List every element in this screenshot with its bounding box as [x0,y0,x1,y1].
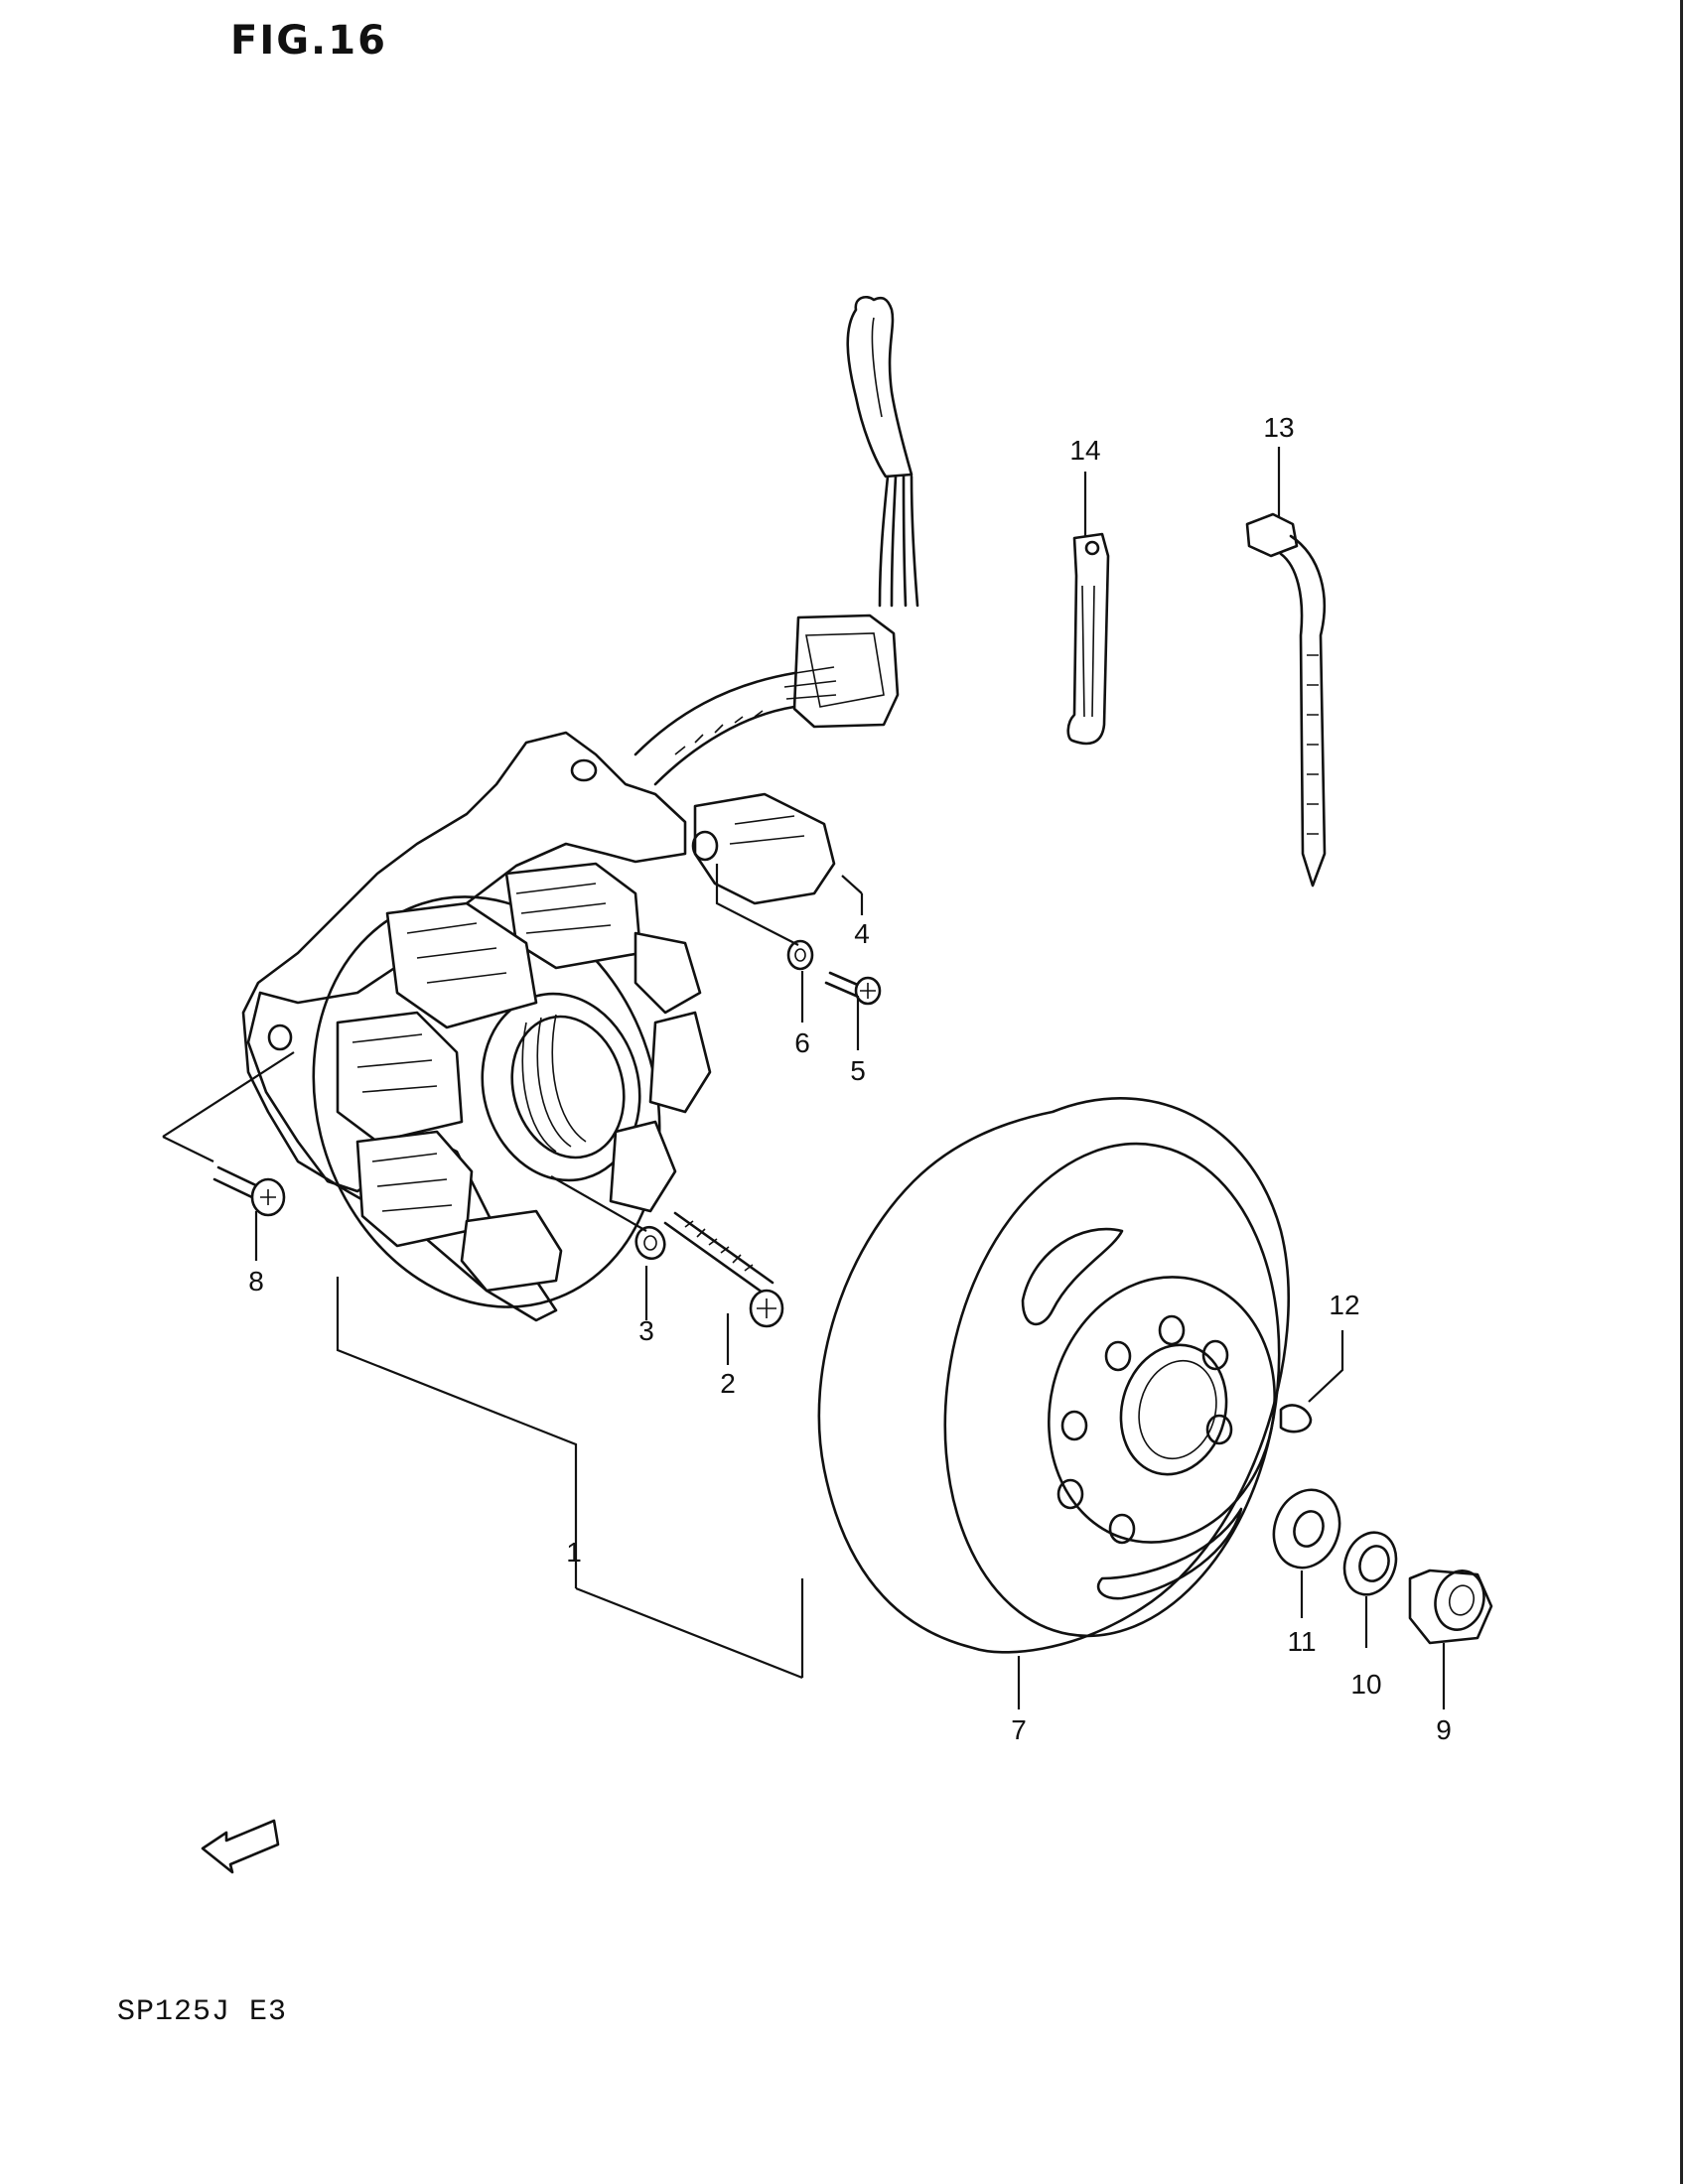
leader-lines [162,447,1446,1709]
wire-clamp [1066,532,1110,746]
callout-11: 11 [1287,1626,1316,1657]
callout-7: 7 [1011,1714,1027,1745]
figure-title: FIG.16 [230,18,387,64]
model-code: SP125J E3 [117,1995,288,2029]
rotor-nut [1408,1569,1493,1645]
callout-10: 10 [1350,1669,1381,1700]
woodruff-key [1279,1404,1313,1433]
stator-assembly [241,731,836,1322]
callout-4: 4 [854,918,870,949]
forward-arrow-icon: FWD [201,1819,280,1874]
callout-5: 5 [850,1055,866,1086]
cable-band [1245,512,1327,887]
callout-labels: 1 2 3 4 5 6 7 8 9 10 11 12 13 14 [248,412,1452,1745]
pickup-washer [786,939,814,971]
rotor-washer [1272,1488,1341,1570]
callout-12: 12 [1329,1290,1359,1320]
callout-3: 3 [638,1315,654,1346]
callout-2: 2 [720,1368,736,1399]
wiring-harness [633,296,919,786]
pickup-screw [824,971,882,1006]
spring-washer [1342,1531,1398,1596]
callout-1: 1 [566,1537,582,1568]
callout-8: 8 [248,1266,264,1297]
callout-14: 14 [1069,435,1100,466]
callout-9: 9 [1436,1714,1452,1745]
callout-13: 13 [1263,412,1294,443]
plate-screw [212,1165,286,1217]
page-border [1680,0,1683,2184]
stator-screw [663,1211,784,1328]
callout-6: 6 [794,1027,810,1058]
stator-washer [634,1225,666,1261]
rotor-flywheel [817,1097,1290,1654]
